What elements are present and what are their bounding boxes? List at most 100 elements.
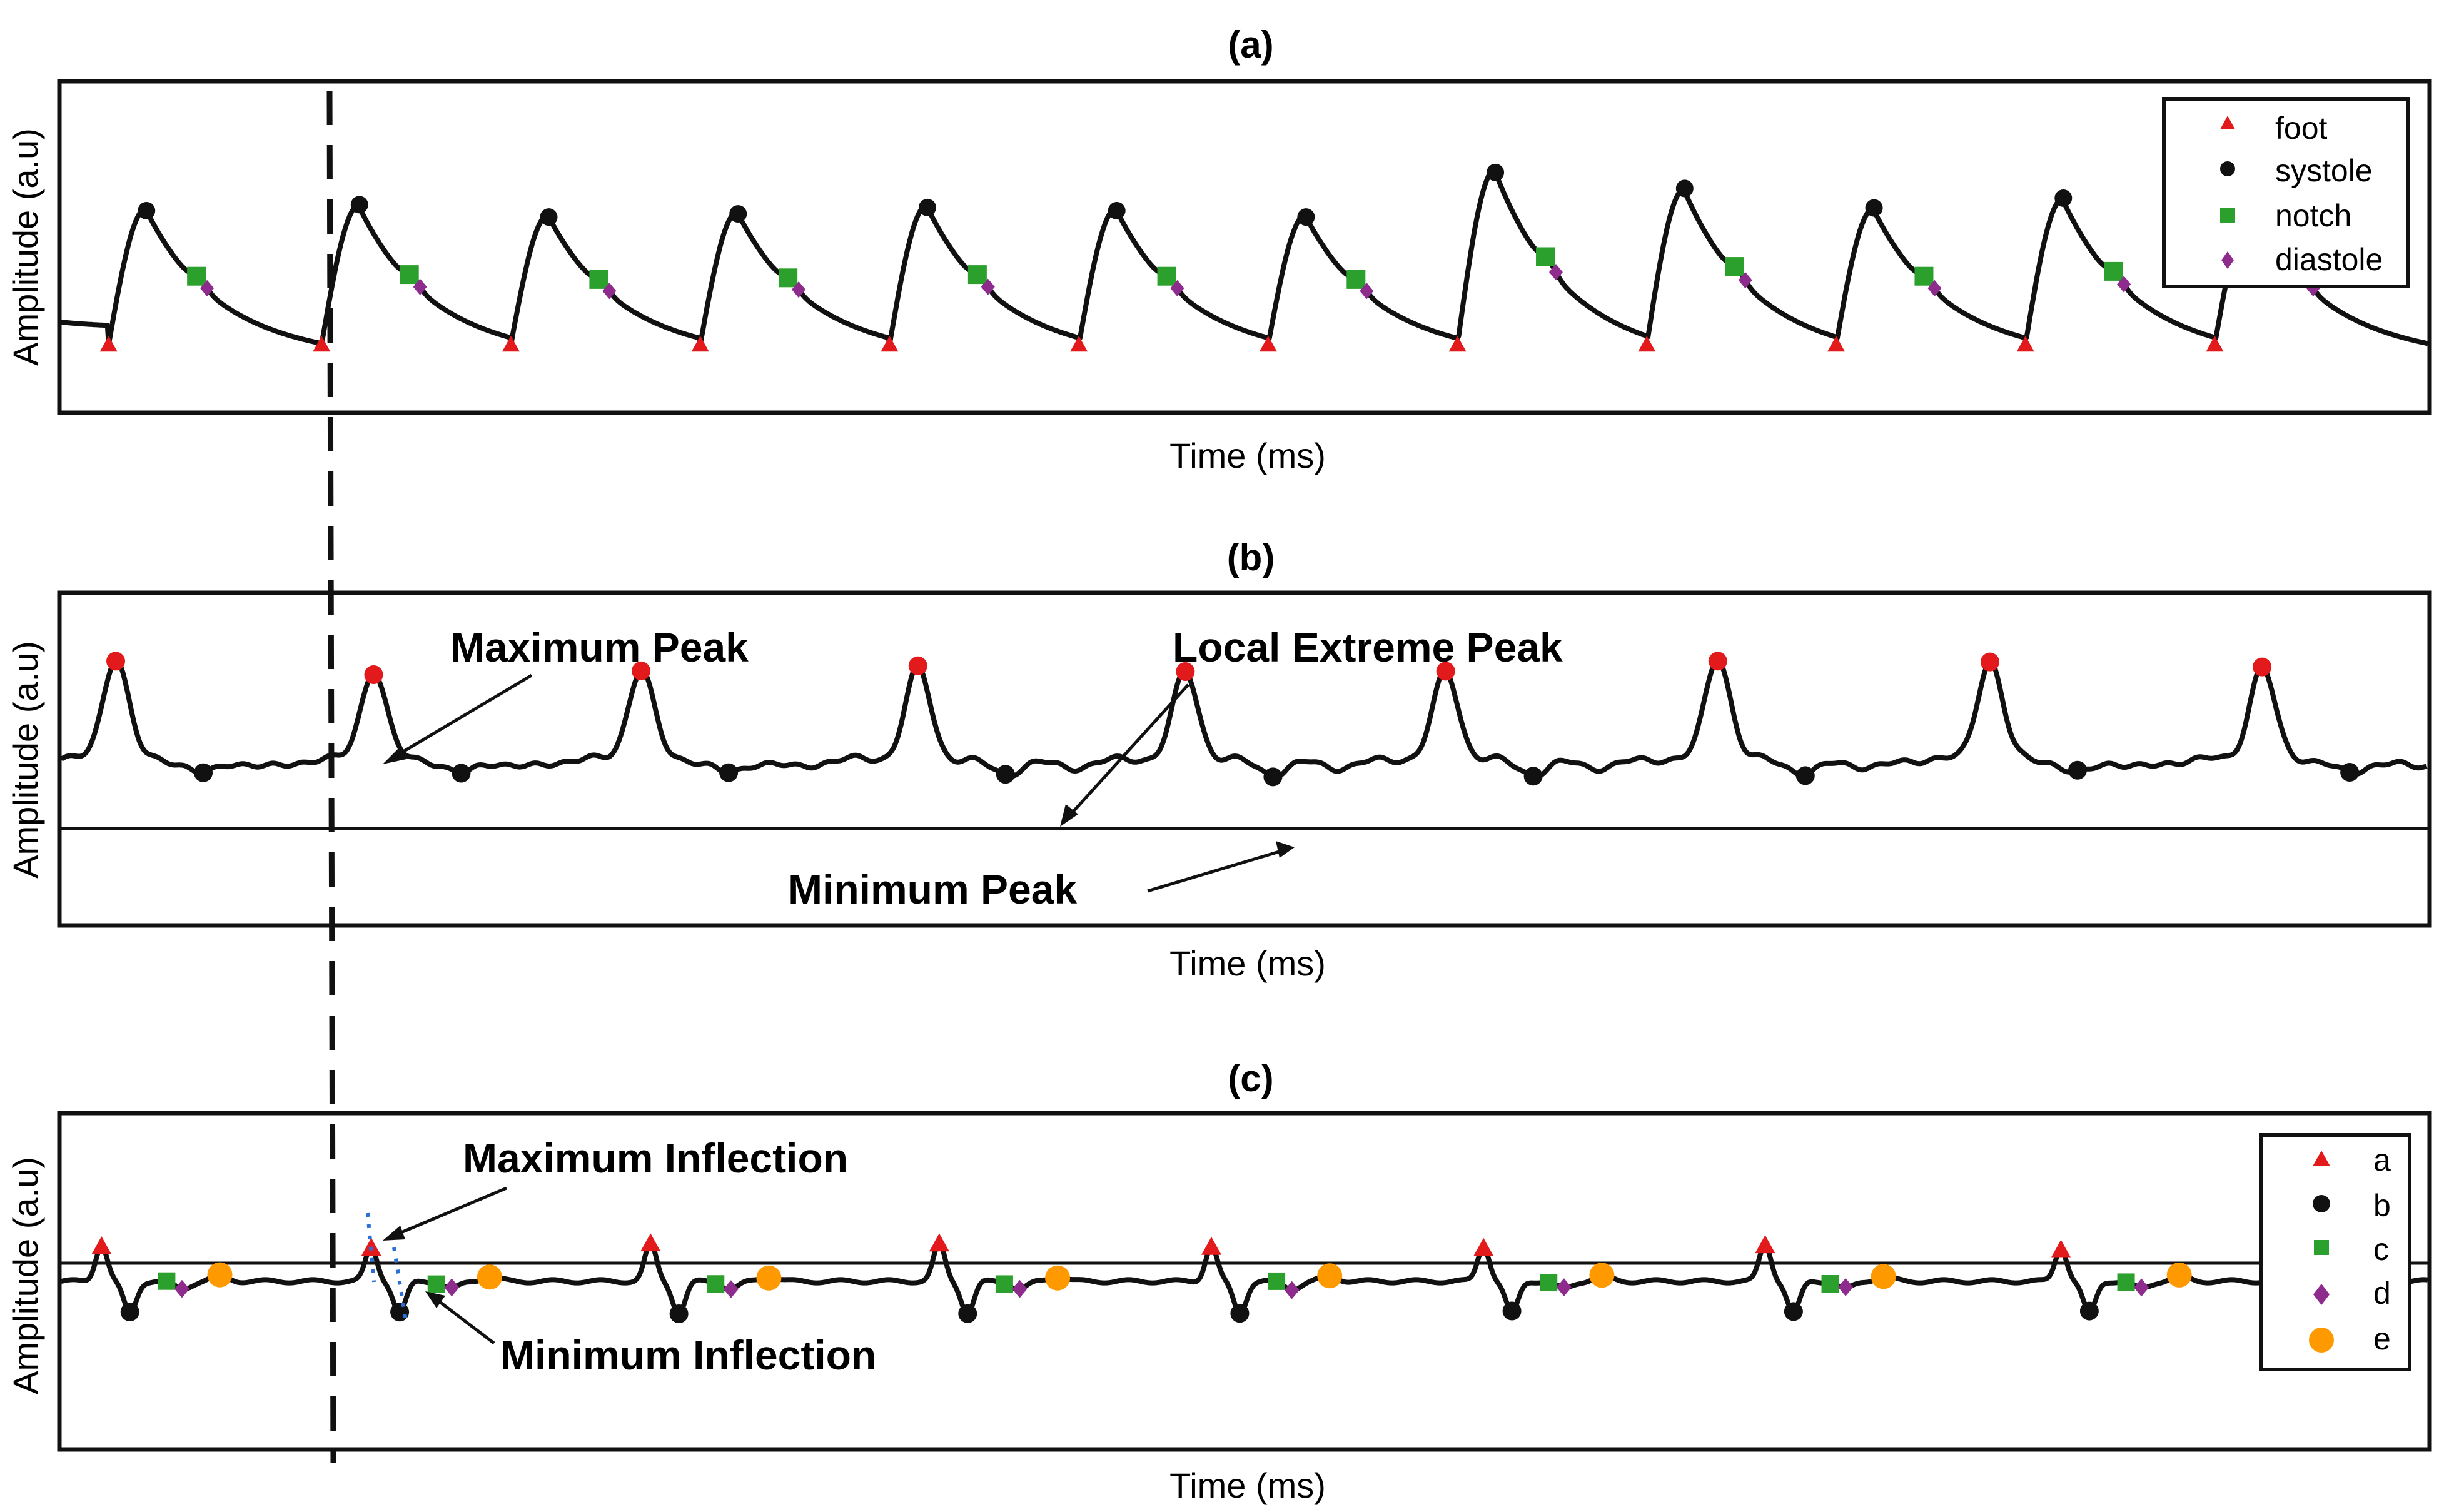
e-marker bbox=[1317, 1263, 1343, 1289]
c-marker bbox=[707, 1275, 725, 1293]
legend-systole-label: systole bbox=[2275, 153, 2373, 188]
d-marker bbox=[1284, 1281, 1300, 1299]
legend-d-label: d bbox=[2373, 1276, 2391, 1311]
annot-maximum-inflection-arrow bbox=[395, 1186, 507, 1237]
systole-marker bbox=[350, 196, 368, 214]
legend-b-marker bbox=[2313, 1195, 2330, 1212]
minimum-peak-marker bbox=[452, 764, 471, 783]
notch-marker bbox=[779, 268, 798, 288]
panel-c-frame bbox=[57, 1111, 2432, 1452]
b-marker bbox=[1784, 1302, 1803, 1321]
maximum-peak-marker bbox=[1436, 662, 1455, 681]
legend-a-marker bbox=[2313, 1151, 2330, 1166]
legend-d-marker bbox=[2313, 1284, 2330, 1305]
c-marker bbox=[427, 1275, 445, 1293]
a-marker bbox=[929, 1233, 949, 1252]
diastole-marker bbox=[200, 280, 215, 297]
foot-marker bbox=[313, 336, 331, 352]
panel-a-xlabel: Time (ms) bbox=[1169, 436, 1326, 475]
notch-marker bbox=[1157, 266, 1176, 286]
systole-marker bbox=[540, 208, 558, 226]
legend-c-marker bbox=[2314, 1240, 2329, 1255]
diastole-marker bbox=[1548, 263, 1563, 281]
notch-marker bbox=[1346, 270, 1366, 289]
legend-notch-marker bbox=[2220, 208, 2235, 223]
inflection-guide-min bbox=[392, 1247, 408, 1325]
c-marker bbox=[2117, 1273, 2135, 1291]
annot-local-extreme-arrowhead bbox=[1060, 804, 1078, 827]
d-marker bbox=[444, 1278, 460, 1297]
foot-marker bbox=[1827, 336, 1845, 352]
foot-marker bbox=[502, 336, 520, 352]
notch-marker bbox=[967, 265, 987, 285]
diastole-marker bbox=[413, 278, 427, 295]
panel-c-legend: a b c d e bbox=[2259, 1133, 2411, 1371]
minimum-peak-marker bbox=[1263, 767, 1283, 787]
maximum-peak-marker bbox=[2253, 657, 2272, 677]
panel-c-title: (c) bbox=[1228, 1057, 1273, 1099]
annot-minimum-inflection: Minimum Inflection bbox=[500, 1332, 876, 1378]
annot-maximum-peak-arrow bbox=[391, 673, 533, 760]
d-marker bbox=[1838, 1278, 1854, 1296]
minimum-peak-marker bbox=[2068, 760, 2087, 780]
panel-c-ylabel: Amplitude (a.u) bbox=[6, 1157, 45, 1394]
annot-maximum-inflection: Maximum Inflection bbox=[463, 1135, 848, 1181]
systole-marker bbox=[1297, 208, 1315, 226]
c-marker bbox=[1821, 1274, 1839, 1293]
panel-b-xlabel: Time (ms) bbox=[1169, 944, 1326, 983]
d-marker bbox=[174, 1279, 189, 1298]
d-marker bbox=[2134, 1278, 2149, 1297]
foot-marker bbox=[1259, 336, 1277, 352]
notch-marker bbox=[1914, 266, 1934, 286]
minimum-peak-marker bbox=[1795, 766, 1815, 785]
panel-a: (a) Amplitude (a.u) Time (ms) foot systo… bbox=[6, 24, 2432, 475]
notch-marker bbox=[400, 265, 419, 285]
a-marker bbox=[2051, 1239, 2071, 1258]
e-marker bbox=[1045, 1265, 1071, 1291]
systole-marker bbox=[1108, 201, 1126, 219]
systole-marker bbox=[918, 198, 936, 216]
legend-systole-marker bbox=[2220, 161, 2235, 176]
legend-diastole-marker bbox=[2221, 251, 2234, 269]
panel-a-ylabel: Amplitude (a.u) bbox=[6, 128, 45, 366]
systole-marker bbox=[1675, 179, 1694, 198]
b-marker bbox=[958, 1304, 977, 1323]
panel-c-legend-box bbox=[2259, 1133, 2411, 1371]
systole-marker bbox=[2054, 189, 2073, 207]
maximum-peak-marker bbox=[1176, 662, 1195, 682]
panel-a-legend: foot systole notch diastole bbox=[2162, 97, 2410, 288]
annot-minimum-peak-arrow bbox=[1147, 849, 1284, 893]
notch-marker bbox=[2104, 261, 2123, 281]
e-marker bbox=[207, 1262, 233, 1288]
annot-minimum-inflection-arrow bbox=[435, 1298, 495, 1344]
d-marker bbox=[1012, 1279, 1028, 1298]
b-marker bbox=[669, 1304, 689, 1323]
panel-b-ylabel: Amplitude (a.u) bbox=[6, 641, 45, 879]
minimum-peak-marker bbox=[194, 763, 213, 782]
inflection-guide-max bbox=[366, 1212, 376, 1283]
b-marker bbox=[120, 1303, 139, 1322]
foot-marker bbox=[2206, 336, 2224, 352]
maximum-peak-marker bbox=[632, 661, 651, 680]
panel-c-signal-line bbox=[61, 1241, 2428, 1316]
diastole-marker bbox=[981, 278, 995, 295]
e-marker bbox=[1871, 1264, 1896, 1289]
e-marker bbox=[1589, 1263, 1615, 1288]
panel-a-frame bbox=[57, 79, 2432, 415]
e-marker bbox=[756, 1265, 782, 1291]
a-marker bbox=[1755, 1235, 1775, 1254]
annot-maximum-inflection-arrowhead bbox=[383, 1226, 405, 1241]
a-marker bbox=[91, 1236, 112, 1254]
diastole-marker bbox=[792, 281, 806, 298]
c-marker bbox=[1540, 1274, 1558, 1292]
e-marker bbox=[2166, 1262, 2192, 1288]
diastole-marker bbox=[1360, 282, 1374, 300]
panel-b: (b) Amplitude (a.u) Time (ms) Maximum Pe… bbox=[6, 537, 2432, 983]
c-marker bbox=[1268, 1272, 1286, 1290]
legend-e-label: e bbox=[2373, 1321, 2391, 1356]
d-marker bbox=[723, 1280, 739, 1298]
legend-e-marker bbox=[2309, 1328, 2334, 1353]
foot-marker bbox=[881, 336, 899, 352]
maximum-peak-marker bbox=[364, 665, 383, 685]
